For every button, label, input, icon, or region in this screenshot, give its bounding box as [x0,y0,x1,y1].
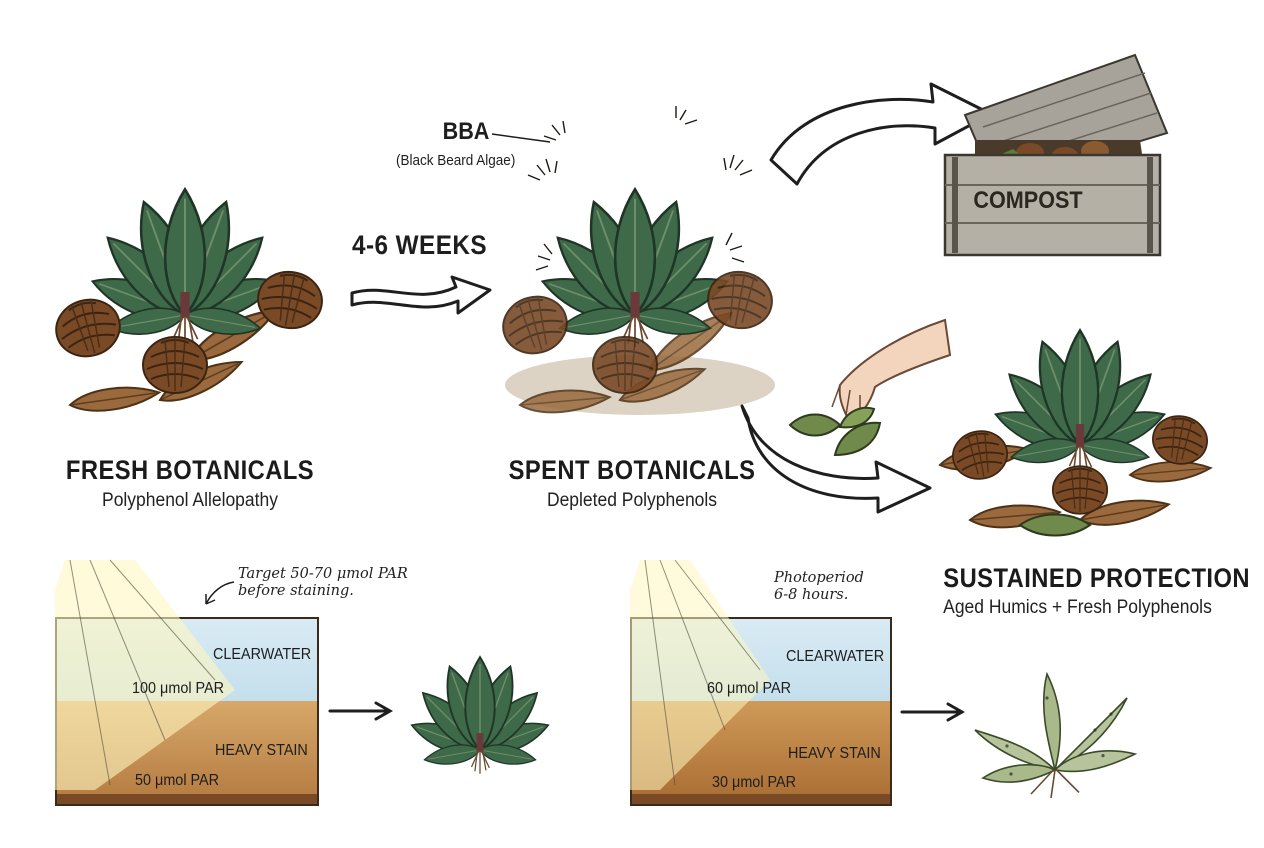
right-clearwater-par: 60 μmol PAR [707,680,792,697]
right-substrate [632,794,890,804]
left-stain-label: HEAVY STAIN [215,742,308,759]
sustained-protection-title: SUSTAINED PROTECTION [943,563,1250,593]
left-substrate [57,794,317,804]
bba-callout-line [491,133,551,143]
left-clearwater-label: CLEARWATER [213,646,312,663]
left-stain-par: 50 μmol PAR [135,772,220,789]
sustained-protection-subtitle: Aged Humics + Fresh Polyphenols [943,597,1212,618]
spent-botanicals-subtitle: Depleted Polyphenols [546,490,718,511]
left-tank-note-line1: Target 50-70 μmol PAR [238,566,408,582]
compost-label: COMPOST [973,187,1083,214]
left-clearwater-par: 100 μmol PAR [132,680,225,697]
right-stain-par: 30 μmol PAR [712,774,797,791]
right-stain-label: HEAVY STAIN [788,745,881,762]
right-outcome-arrow [900,702,966,722]
spent-botanicals-illustration [495,106,778,417]
left-note-arrow [205,581,235,605]
sustained-arrow [740,404,932,514]
left-healthy-plant [400,610,560,800]
bba-label: BBA [442,118,490,145]
spent-botanicals-title: SPENT BOTANICALS [508,455,756,485]
right-algae-plant [974,671,1138,799]
left-outcome-arrow [328,701,394,721]
hand-adding-leaves-illustration [788,318,952,457]
compost-bin-illustration [943,53,1169,257]
left-light-beams [55,559,235,790]
bba-detail: (Black Beard Algae) [396,152,516,169]
fresh-botanicals-subtitle: Polyphenol Allelopathy [102,490,278,511]
right-tank-note-line2: 6-8 hours. [774,587,849,603]
transition-arrow [350,275,492,315]
right-tank-note-line1: Photoperiod [774,570,864,586]
left-tank-note-line2: before staining. [238,583,354,599]
duration-label: 4-6 WEEKS [352,230,488,260]
fresh-botanicals-illustration [48,100,328,417]
right-clearwater-label: CLEARWATER [786,648,885,665]
sustained-protection-illustration [937,275,1213,537]
right-light-beams [630,559,770,790]
fresh-botanicals-title: FRESH BOTANICALS [65,455,315,485]
